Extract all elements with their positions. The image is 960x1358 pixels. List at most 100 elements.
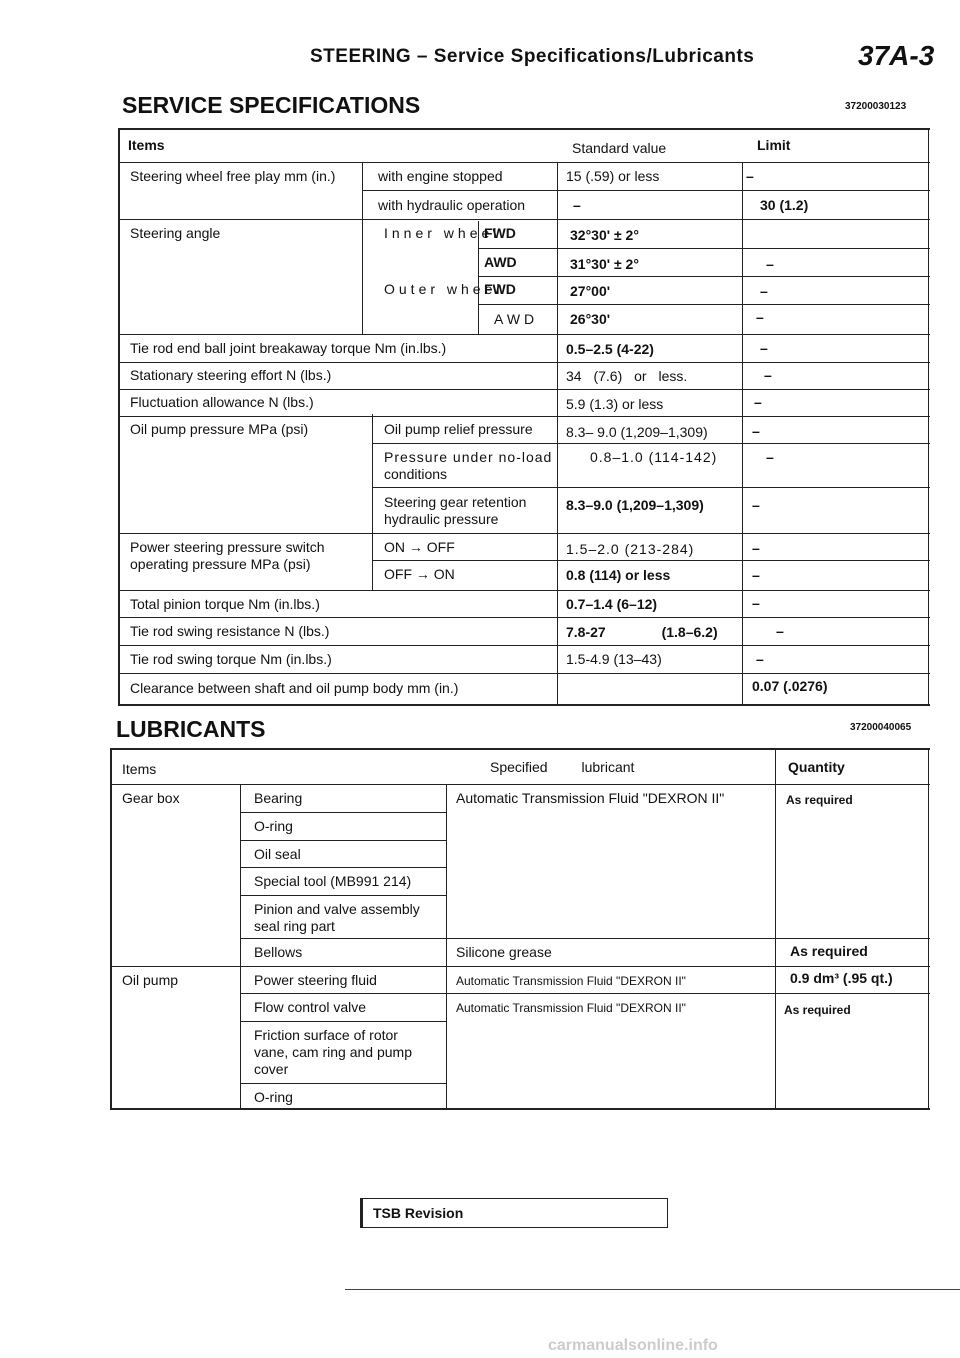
inner-fwd-value: 32°30' ± 2°: [570, 227, 639, 243]
outer-awd-limit: –: [756, 309, 764, 325]
pinion-limit: –: [752, 595, 760, 611]
lubricants-ref-no: 37200040065: [850, 722, 912, 733]
swing-torque-label: Tie rod swing torque Nm (in.lbs.): [130, 651, 332, 667]
qty-gear: As required: [786, 793, 853, 807]
swing-torque-value: 1.5-4.9 (13–43): [566, 651, 662, 667]
breakaway-limit: –: [760, 340, 768, 356]
col-header-limit: Limit: [757, 137, 791, 153]
lub-silicone: Silicone grease: [456, 944, 552, 960]
service-specs-title: SERVICE SPECIFICATIONS: [122, 92, 421, 118]
free-play-stopped-limit: –: [746, 168, 754, 184]
lub-valve-atf: Automatic Transmission Fluid "DEXRON II": [456, 1001, 686, 1015]
col-header-items: Items: [128, 137, 165, 153]
inner-fwd-label: FWD: [484, 225, 516, 241]
part-special-tool: Special tool (MB991 214): [254, 873, 412, 889]
switch-label-1: Power steering pressure switch: [130, 539, 325, 555]
outer-fwd-value: 27°00': [570, 283, 611, 299]
outer-fwd-limit: –: [760, 283, 768, 299]
switch-off-on: OFF → ON: [384, 566, 455, 582]
footer-rule: [345, 1289, 960, 1290]
swing-resistance-label: Tie rod swing resistance N (lbs.): [130, 623, 330, 639]
switch-on-off: ON → OFF: [384, 539, 455, 555]
gear-box-label: Gear box: [122, 790, 180, 806]
outer-awd-value: 26°30': [570, 311, 611, 327]
swing-torque-limit: –: [756, 651, 764, 667]
clearance-label: Clearance between shaft and oil pump bod…: [130, 680, 459, 696]
lub-pump-atf: Automatic Transmission Fluid "DEXRON II": [456, 974, 686, 988]
outer-wheel-label: Outer wheel: [384, 281, 504, 297]
relief-cond: Oil pump relief pressure: [384, 421, 533, 437]
part-fluid: Power steering fluid: [254, 972, 377, 988]
tsb-revision-box: TSB Revision: [360, 1198, 668, 1228]
lub-col-lubricant: Specified lubricant: [490, 759, 635, 775]
switch-on-off-limit: –: [752, 540, 760, 556]
effort-label: Stationary steering effort N (lbs.): [130, 367, 332, 383]
switch-label-2: operating pressure MPa (psi): [130, 556, 311, 572]
fluctuation-label: Fluctuation allowance N (lbs.): [130, 394, 314, 410]
breakaway-value: 0.5–2.5 (4-22): [566, 341, 654, 357]
free-play-hydraulic-value: –: [573, 197, 581, 213]
page-code: 37A-3: [858, 40, 935, 71]
lub-gear-atf: Automatic Transmission Fluid "DEXRON II": [456, 790, 725, 806]
part-pinion-1: Pinion and valve assembly: [254, 901, 420, 917]
noload-value: 0.8–1.0 (114-142): [590, 449, 718, 465]
part-oil-seal: Oil seal: [254, 846, 301, 862]
part-oring: O-ring: [254, 818, 293, 834]
noload-cond-1: Pressure under no-load: [384, 449, 553, 465]
free-play-hydraulic-limit: 30 (1.2): [760, 197, 809, 213]
site-watermark: carmanualsonline.info: [548, 1337, 718, 1354]
part-friction-1: Friction surface of rotor: [254, 1027, 398, 1043]
part-pinion-2: seal ring part: [254, 918, 335, 934]
col-header-standard: Standard value: [572, 140, 667, 156]
switch-on-off-value: 1.5–2.0 (213-284): [566, 541, 695, 557]
inner-wheel-label: Inner wheel: [384, 225, 501, 241]
qty-bellows: As required: [790, 943, 868, 959]
part-bellows: Bellows: [254, 944, 303, 960]
oil-pump-label: Oil pump: [122, 972, 179, 988]
inner-awd-value: 31°30' ± 2°: [570, 256, 639, 272]
free-play-stopped-cond: with engine stopped: [378, 168, 503, 184]
effort-limit: –: [764, 367, 772, 383]
inner-awd-limit: –: [766, 256, 774, 272]
noload-cond-2: conditions: [384, 466, 448, 482]
noload-limit: –: [766, 449, 774, 465]
lubricants-title: LUBRICANTS: [116, 716, 266, 742]
relief-value: 8.3– 9.0 (1,209–1,309): [566, 424, 708, 440]
part-bearing: Bearing: [254, 790, 303, 806]
switch-off-on-limit: –: [752, 567, 760, 583]
oil-pressure-label: Oil pump pressure MPa (psi): [130, 421, 309, 437]
effort-value: 34 (7.6) or less.: [566, 368, 688, 384]
running-title: STEERING – Service Specifications/Lubric…: [310, 46, 755, 67]
lub-col-items: Items: [122, 761, 157, 777]
clearance-limit: 0.07 (.0276): [752, 678, 828, 694]
pinion-label: Total pinion torque Nm (in.lbs.): [130, 596, 320, 612]
pinion-value: 0.7–1.4 (6–12): [566, 596, 658, 612]
fluctuation-value: 5.9 (1.3) or less: [566, 396, 664, 412]
service-specs-ref-no: 37200030123: [845, 101, 907, 112]
service-specs-table: Items Standard value Limit Steering whee…: [118, 128, 930, 706]
outer-awd-label: AWD: [494, 311, 539, 327]
breakaway-label: Tie rod end ball joint breakaway torque …: [130, 340, 447, 356]
retention-cond-1: Steering gear retention: [384, 494, 527, 510]
part-pump-oring: O-ring: [254, 1089, 293, 1105]
retention-value: 8.3–9.0 (1,209–1,309): [566, 497, 704, 513]
qty-valve: As required: [784, 1003, 851, 1017]
qty-fluid: 0.9 dm³ (.95 qt.): [790, 970, 893, 986]
lubricants-table: Items Specified lubricant Quantity Gear …: [110, 748, 930, 1110]
part-friction-3: cover: [254, 1061, 289, 1077]
part-flow-valve: Flow control valve: [254, 999, 367, 1015]
outer-fwd-label: FWD: [484, 281, 516, 297]
fluctuation-limit: –: [754, 394, 762, 410]
steering-angle-label: Steering angle: [130, 225, 221, 241]
relief-limit: –: [752, 423, 760, 439]
tsb-revision-label: TSB Revision: [373, 1205, 464, 1221]
retention-limit: –: [752, 497, 760, 513]
free-play-stopped-value: 15 (.59) or less: [566, 168, 660, 184]
swing-resistance-value: 7.8-27 (1.8–6.2): [566, 624, 718, 640]
free-play-hydraulic-cond: with hydraulic operation: [378, 197, 526, 213]
swing-resistance-limit: –: [776, 623, 784, 639]
switch-off-on-value: 0.8 (114) or less: [566, 567, 671, 583]
retention-cond-2: hydraulic pressure: [384, 511, 499, 527]
free-play-label: Steering wheel free play mm (in.): [130, 168, 336, 184]
lub-col-quantity: Quantity: [788, 759, 845, 775]
